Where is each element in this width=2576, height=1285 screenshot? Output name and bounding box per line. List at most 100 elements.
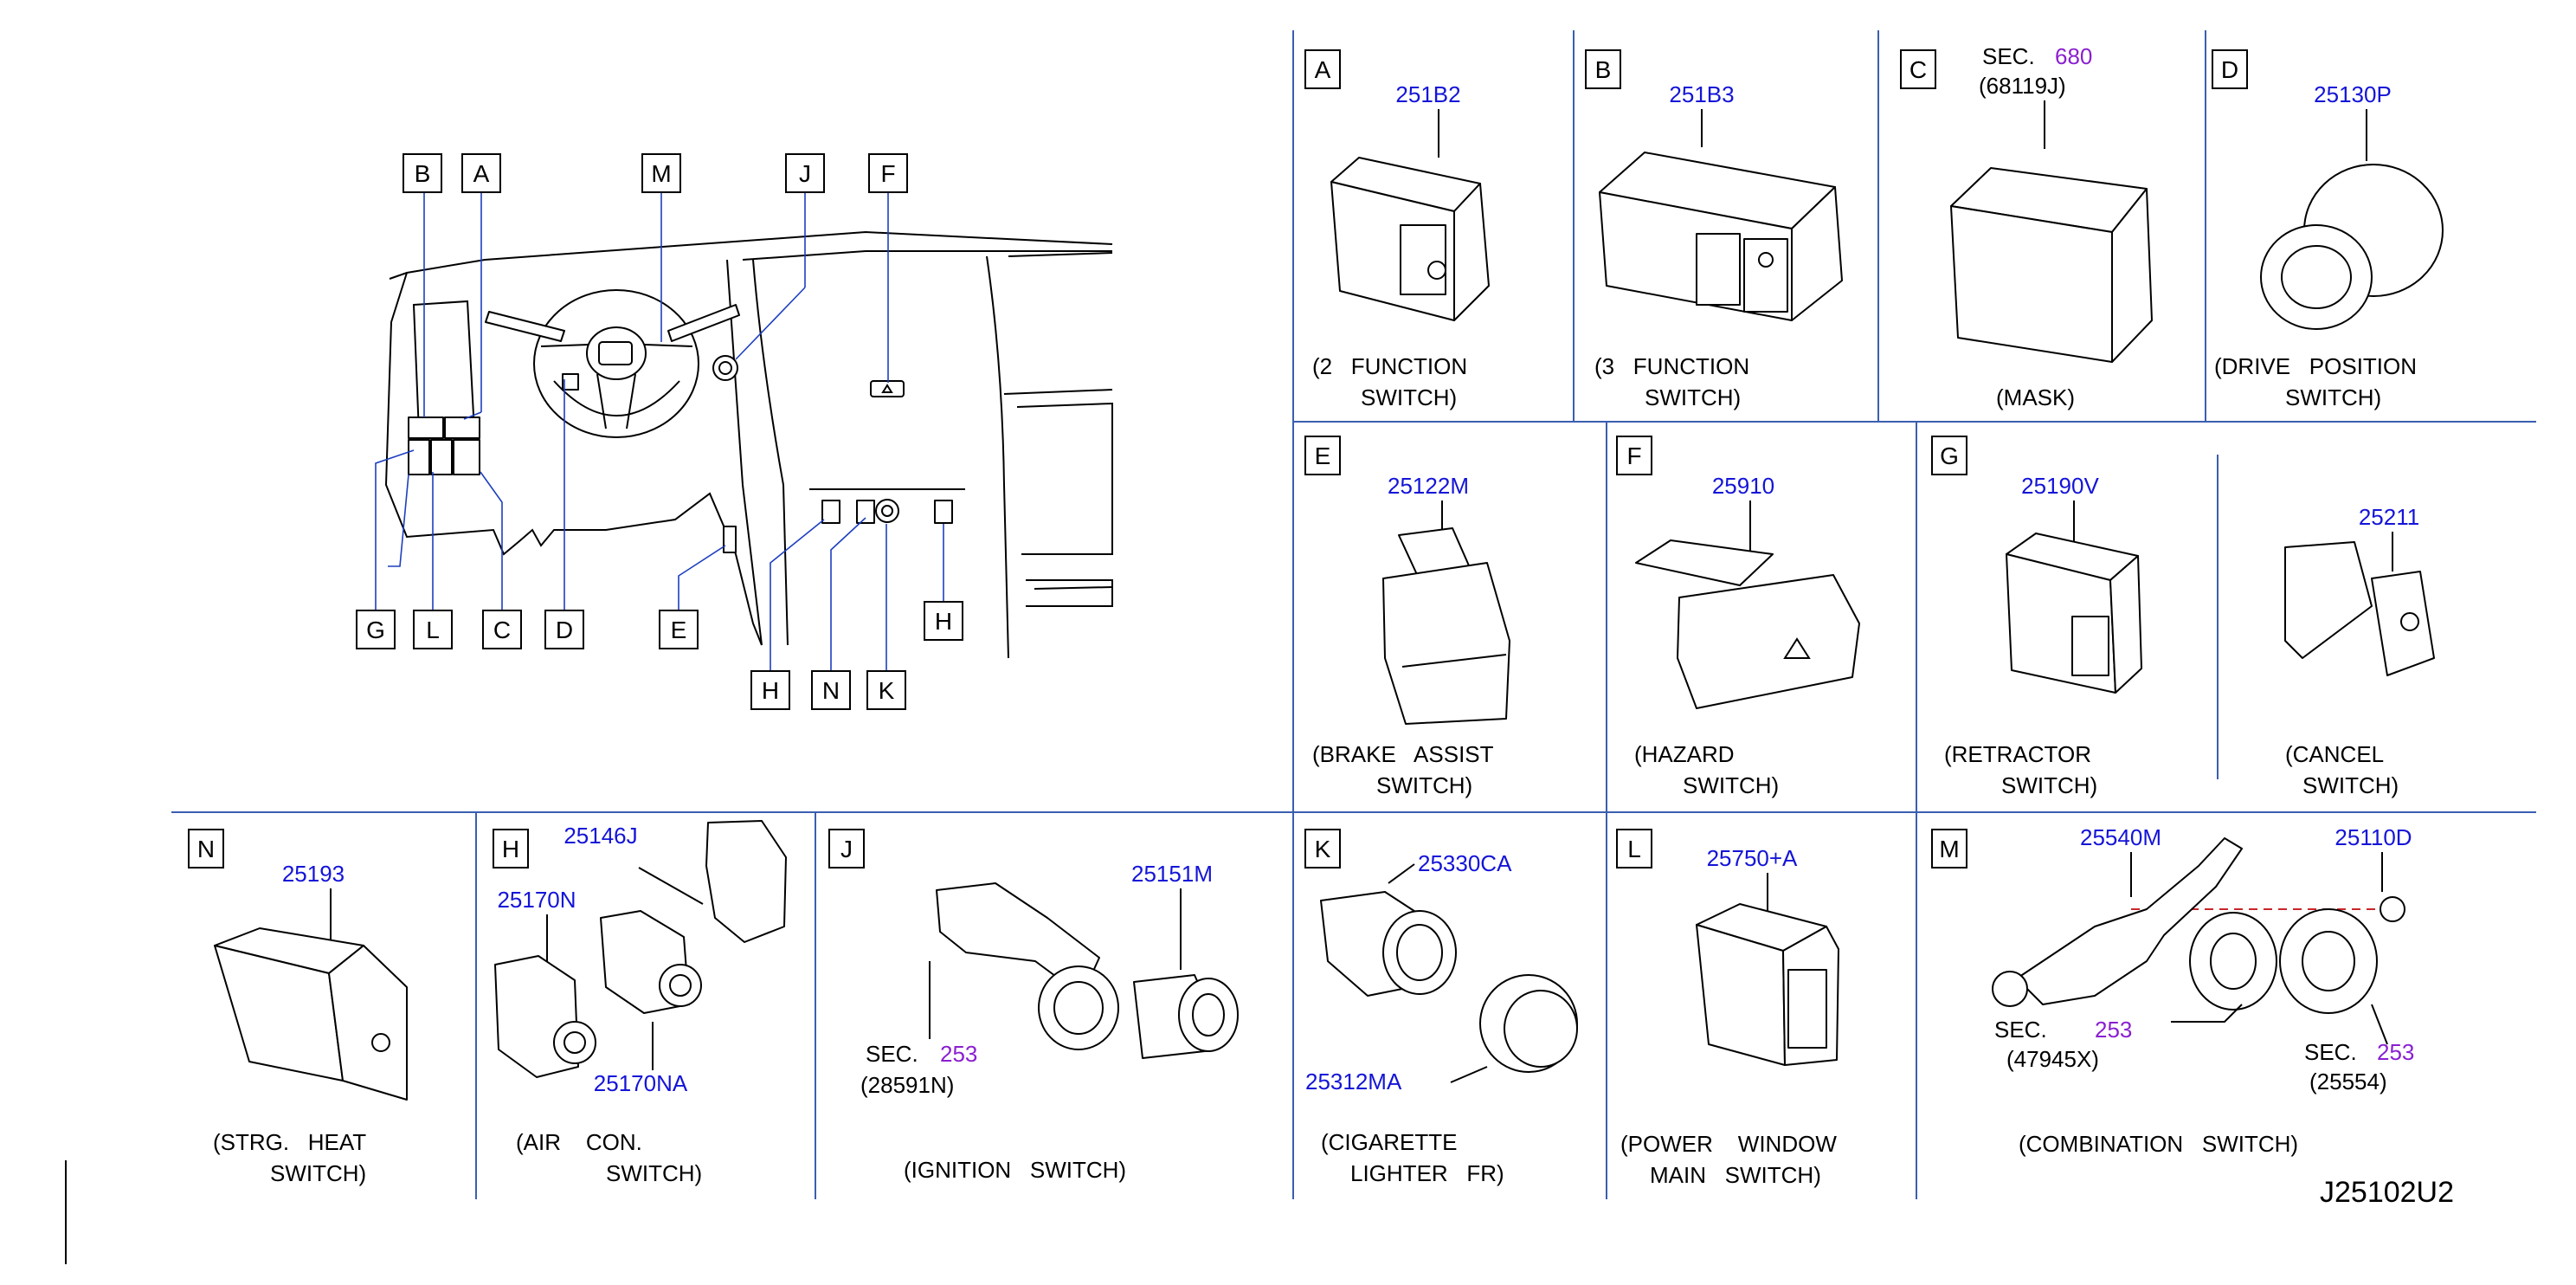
panel-m-letter: M xyxy=(1939,836,1959,862)
panel-c-sec-sub: (68119J) xyxy=(1979,73,2066,99)
brake-assist-switch-illustration xyxy=(1382,527,1510,725)
panel-g-caption-line1: (RETRACTOR xyxy=(1944,741,2091,767)
panel-a-caption-line2: SWITCH) xyxy=(1361,384,1457,410)
power-window-main-switch-illustration xyxy=(1696,903,1839,1066)
panel-m-sec1-number: 253 xyxy=(2095,1017,2132,1043)
panel-j: J 25151M SEC. 253 (28591N) (IGNITION SWI… xyxy=(828,829,1239,1183)
strg-heat-switch-illustration xyxy=(214,927,408,1101)
panel-a: A 251B2 (2 FUNCTION SWITCH) xyxy=(1304,49,1490,410)
overview-label-m: M xyxy=(651,160,671,187)
panel-k-letter: K xyxy=(1315,836,1331,862)
panel-c-sec-label: SEC. xyxy=(1982,43,2035,69)
dashboard-overview xyxy=(384,230,1113,659)
panel-g-part-number: 25190V xyxy=(2021,473,2099,499)
panel-g-cancel-part-number: 25211 xyxy=(2359,504,2419,530)
panel-n-letter: N xyxy=(197,836,215,862)
panel-m-sec1-label: SEC. xyxy=(1994,1017,2047,1043)
panel-b-caption-line2: SWITCH) xyxy=(1645,384,1741,410)
panel-m-sec2-label: SEC. xyxy=(2304,1039,2357,1065)
overview-label-n: N xyxy=(822,677,840,704)
overview-label-l: L xyxy=(426,617,440,643)
panel-k-part-number-2: 25312MA xyxy=(1305,1069,1402,1095)
panel-c-sec-number: 680 xyxy=(2055,43,2092,69)
panel-k-part-number-1: 25330CA xyxy=(1418,850,1512,876)
panel-h-caption-line2: SWITCH) xyxy=(606,1160,702,1186)
air-con-switch-illustration xyxy=(494,820,787,1078)
panel-k-caption-line2: LIGHTER FR) xyxy=(1350,1160,1504,1186)
drive-position-switch-illustration xyxy=(2260,164,2444,330)
panel-h-caption-line1: (AIR CON. xyxy=(516,1129,642,1155)
cigarette-lighter-illustration xyxy=(1320,891,1578,1073)
overview-label-h-left: H xyxy=(762,677,779,704)
overview-labels: B A M J F G L C D E H N K H xyxy=(356,153,963,710)
panel-m-part-number-2: 25110D xyxy=(2334,824,2412,850)
panel-m-sec1-sub: (47945X) xyxy=(2006,1046,2099,1072)
panel-n: N 25193 (STRG. HEAT SWITCH) xyxy=(188,829,408,1186)
ignition-switch-illustration xyxy=(936,882,1239,1059)
panel-f-letter: F xyxy=(1626,442,1641,469)
panel-h-part-number-2: 25170N xyxy=(497,887,576,913)
panel-j-sec-label: SEC. xyxy=(866,1041,918,1067)
panel-b-letter: B xyxy=(1595,56,1612,83)
panel-c-caption: (MASK) xyxy=(1996,384,2075,410)
panel-g-cancel-caption-line2: SWITCH) xyxy=(2302,772,2399,798)
overview-leaders xyxy=(375,192,944,671)
panel-a-part-number: 251B2 xyxy=(1395,81,1460,107)
panel-d: D 25130P (DRIVE POSITION SWITCH) xyxy=(2212,49,2444,410)
panel-m-sec2-sub: (25554) xyxy=(2309,1069,2387,1095)
panel-b-caption-line1: (3 FUNCTION xyxy=(1594,353,1749,379)
panel-n-caption-line1: (STRG. HEAT xyxy=(213,1129,366,1155)
panel-k: K 25330CA 25312MA (CIGARETTE LIGHTER FR) xyxy=(1304,829,1578,1186)
panel-d-letter: D xyxy=(2221,56,2238,83)
panel-b-part-number: 251B3 xyxy=(1669,81,1734,107)
panel-e-caption-line1: (BRAKE ASSIST xyxy=(1312,741,1494,767)
panel-d-caption-line1: (DRIVE POSITION xyxy=(2214,353,2417,379)
panel-l-caption-line2: MAIN SWITCH) xyxy=(1650,1162,1821,1188)
overview-label-k: K xyxy=(879,677,895,704)
panel-j-sec-sub: (28591N) xyxy=(860,1072,954,1098)
hazard-switch-illustration xyxy=(1635,539,1860,709)
panel-grid xyxy=(65,30,2536,1264)
overview-label-h-right: H xyxy=(935,608,952,635)
panel-b: B 251B3 (3 FUNCTION SWITCH) xyxy=(1585,49,1843,410)
cancel-switch-illustration xyxy=(2284,541,2435,676)
panel-c-letter: C xyxy=(1909,56,1927,83)
panel-f: F 25910 (HAZARD SWITCH) xyxy=(1616,436,1860,798)
two-function-switch-illustration xyxy=(1330,157,1490,321)
panel-k-caption-line1: (CIGARETTE xyxy=(1321,1129,1457,1155)
diagram-code: J25102U2 xyxy=(2320,1176,2454,1209)
panel-j-sec-number: 253 xyxy=(940,1041,977,1067)
overview-label-g: G xyxy=(366,617,385,643)
panel-d-caption-line2: SWITCH) xyxy=(2285,384,2381,410)
panel-h-part-number-1: 25146J xyxy=(564,823,637,849)
panel-l-caption-line1: (POWER WINDOW xyxy=(1620,1131,1837,1157)
panel-m-caption: (COMBINATION SWITCH) xyxy=(2019,1131,2298,1157)
panel-g: G 25190V (RETRACTOR SWITCH) 25211 (CANCE… xyxy=(1931,436,2435,798)
overview-label-d: D xyxy=(556,617,573,643)
panel-m: M 25540M 25110D SEC. 253 (47945X) SEC. 2… xyxy=(1931,824,2414,1157)
overview-label-e: E xyxy=(671,617,687,643)
panel-l-letter: L xyxy=(1627,836,1641,862)
panel-l: L 25750+A (POWER WINDOW MAIN SWITCH) xyxy=(1616,829,1839,1188)
retractor-switch-illustration xyxy=(2006,533,2142,694)
mask-illustration xyxy=(1950,167,2153,363)
panel-g-cancel-caption-line1: (CANCEL xyxy=(2285,741,2384,767)
overview-label-j: J xyxy=(799,160,811,187)
panel-f-caption-line2: SWITCH) xyxy=(1683,772,1779,798)
panel-e-part-number: 25122M xyxy=(1388,473,1469,499)
panel-e-letter: E xyxy=(1315,442,1331,469)
combination-switch-illustration xyxy=(1992,837,2405,1014)
panel-j-letter: J xyxy=(840,836,853,862)
panel-e-caption-line2: SWITCH) xyxy=(1376,772,1472,798)
panel-h: H 25146J 25170N 25170NA (AIR CON. SWITCH… xyxy=(493,820,787,1186)
panel-m-part-number-1: 25540M xyxy=(2080,824,2161,850)
panel-a-caption-line1: (2 FUNCTION xyxy=(1312,353,1467,379)
overview-label-f: F xyxy=(880,160,895,187)
panel-h-part-number-3: 25170NA xyxy=(594,1070,688,1096)
panel-m-sec2-number: 253 xyxy=(2377,1039,2414,1065)
panel-f-caption-line1: (HAZARD xyxy=(1634,741,1735,767)
overview-label-c: C xyxy=(493,617,511,643)
panel-g-caption-line2: SWITCH) xyxy=(2001,772,2097,798)
panel-d-part-number: 25130P xyxy=(2314,81,2392,107)
